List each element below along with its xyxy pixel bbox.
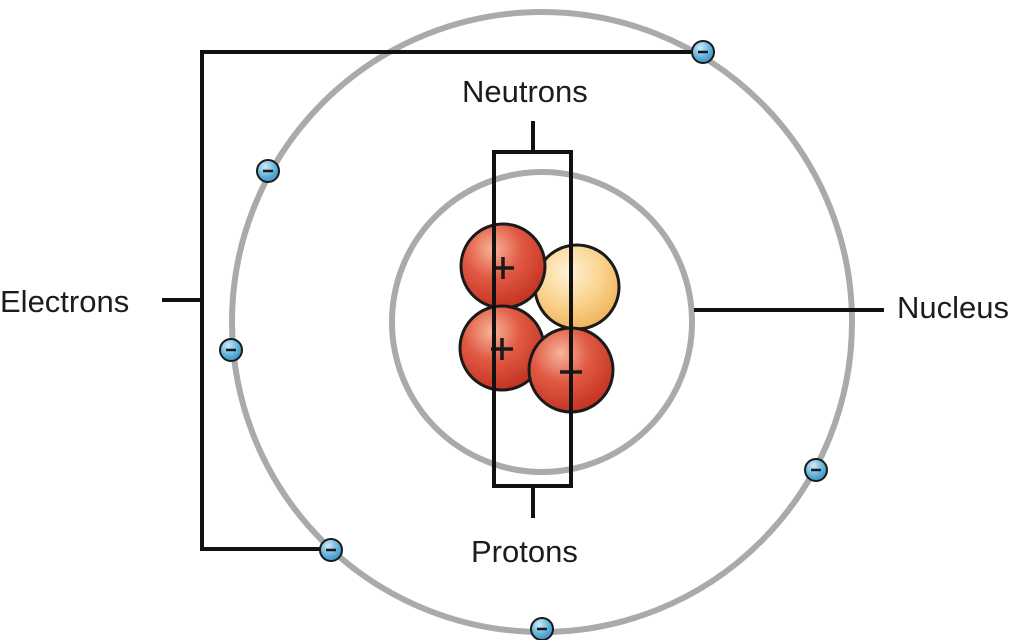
- protons-label: Protons: [471, 534, 578, 569]
- electron: [319, 538, 343, 562]
- proton: [459, 222, 547, 310]
- neutrons-label: Neutrons: [462, 74, 588, 109]
- electron: [219, 338, 243, 362]
- neutron: [533, 243, 621, 331]
- inner-electron-shell: [389, 169, 695, 475]
- electrons-label: Electrons: [0, 284, 130, 319]
- nucleon-bracket: [492, 121, 573, 518]
- electrons-leader: [162, 50, 700, 551]
- electron: [691, 40, 715, 64]
- electron: [256, 159, 280, 183]
- electron: [530, 617, 554, 640]
- nucleus: [458, 222, 621, 414]
- nucleus-label: Nucleus: [897, 290, 1009, 325]
- electron: [804, 458, 828, 482]
- proton: [458, 304, 546, 392]
